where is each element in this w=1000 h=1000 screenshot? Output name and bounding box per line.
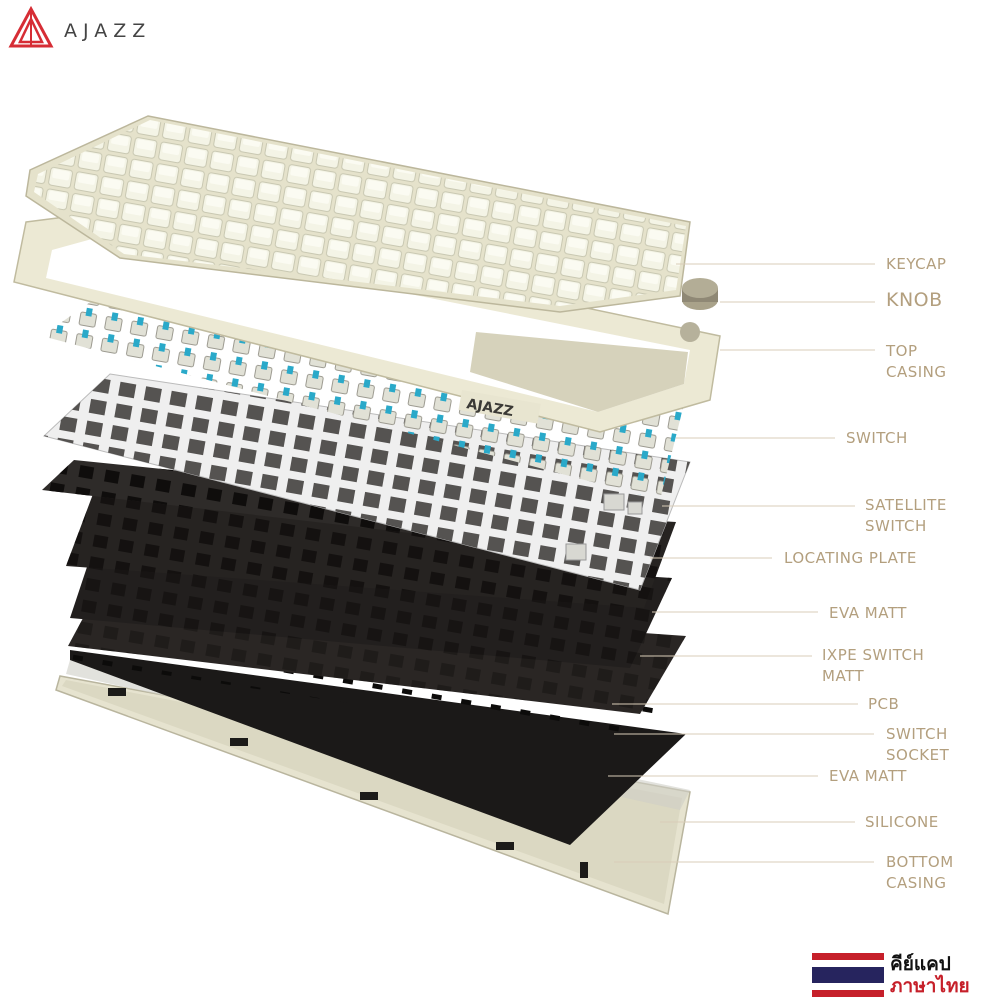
callout-eva-matt-2: EVA MATT xyxy=(829,767,907,785)
callout-silicone: SILICONE xyxy=(865,813,939,831)
callout-bottom-casing: BOTTOM CASING xyxy=(886,853,954,892)
callout-switch-socket: SWITCH SOCKET xyxy=(886,725,950,764)
thailand-flag-icon xyxy=(812,953,884,997)
callout-switch: SWITCH xyxy=(846,429,908,447)
eva-matt-lower xyxy=(70,650,686,845)
thai-keycap-badge: คีย์แคป ภาษาไทย xyxy=(812,952,998,998)
satellite-switches xyxy=(565,493,643,561)
callout-top-casing: TOP CASING xyxy=(886,342,947,381)
badge-text: คีย์แคป ภาษาไทย xyxy=(890,953,970,997)
callout-keycap: KEYCAP xyxy=(886,255,947,273)
callout-leader-lines xyxy=(608,263,875,863)
ajazz-logo-icon xyxy=(8,5,54,56)
knob xyxy=(682,278,718,310)
callout-eva-matt-1: EVA MATT xyxy=(829,604,907,622)
callout-knob: KNOB xyxy=(886,289,943,311)
brand-name: AJAZZ xyxy=(64,20,152,42)
keycaps xyxy=(25,115,691,313)
badge-line-1: คีย์แคป xyxy=(890,953,951,975)
callout-satellite-switch: SATELLITE SWITCH xyxy=(865,496,947,535)
callout-locating-plate: LOCATING PLATE xyxy=(784,549,917,567)
callout-ixpe-switch-matt: IXPE SWITCH MATT xyxy=(822,646,925,685)
callout-pcb: PCB xyxy=(868,695,900,713)
brand-header: AJAZZ xyxy=(8,5,152,56)
badge-line-2: ภาษาไทย xyxy=(890,975,970,997)
